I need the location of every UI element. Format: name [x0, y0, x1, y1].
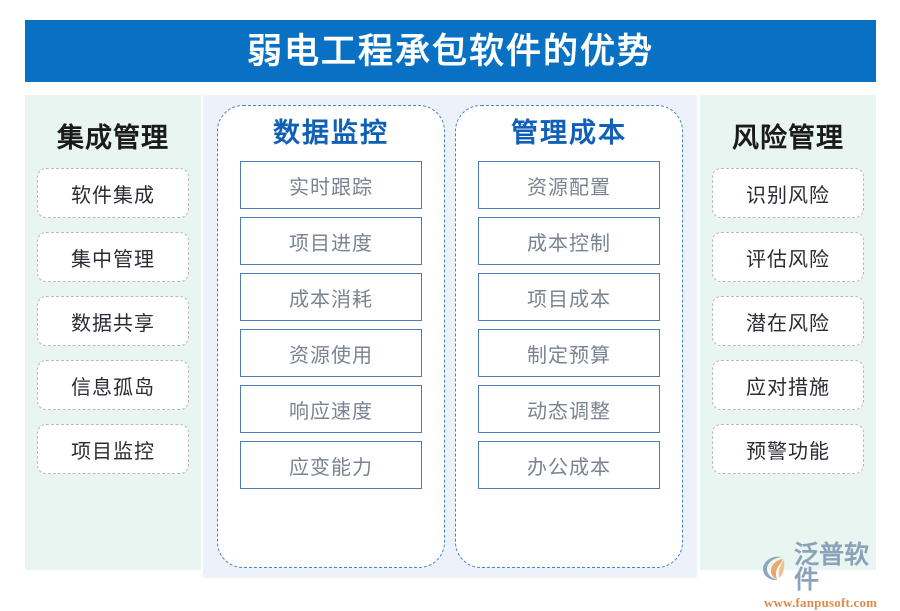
watermark-brand-text: 泛普软件	[794, 542, 870, 594]
panel-header-left: 集成管理	[57, 123, 169, 153]
card-header-cost-management: 管理成本	[511, 118, 627, 148]
list-item[interactable]: 资源使用	[240, 329, 422, 377]
list-item[interactable]: 办公成本	[478, 441, 660, 489]
list-item[interactable]: 应对措施	[712, 360, 864, 410]
item-list-data-monitoring: 实时跟踪 项目进度 成本消耗 资源使用 响应速度 应变能力	[240, 161, 422, 489]
list-item[interactable]: 应变能力	[240, 441, 422, 489]
list-item[interactable]: 预警功能	[712, 424, 864, 474]
list-item[interactable]: 项目监控	[37, 424, 189, 474]
item-list-right: 识别风险 评估风险 潜在风险 应对措施 预警功能	[700, 168, 876, 474]
list-item[interactable]: 制定预算	[478, 329, 660, 377]
watermark: 泛普软件 www.fanpusoft.com	[760, 543, 892, 610]
list-item[interactable]: 响应速度	[240, 385, 422, 433]
card-header-data-monitoring: 数据监控	[273, 118, 389, 148]
list-item[interactable]: 项目进度	[240, 217, 422, 265]
watermark-url-text: www.fanpusoft.com	[764, 595, 878, 610]
center-columns-wrapper: 数据监控 实时跟踪 项目进度 成本消耗 资源使用 响应速度 应变能力 管理成本 …	[203, 95, 697, 578]
list-item[interactable]: 识别风险	[712, 168, 864, 218]
panel-header-right: 风险管理	[732, 123, 844, 153]
fanpu-leaf-logo-icon	[760, 553, 790, 583]
card-cost-management: 管理成本 资源配置 成本控制 项目成本 制定预算 动态调整 办公成本	[455, 105, 683, 568]
list-item[interactable]: 集中管理	[37, 232, 189, 282]
list-item[interactable]: 成本消耗	[240, 273, 422, 321]
list-item[interactable]: 项目成本	[478, 273, 660, 321]
list-item[interactable]: 实时跟踪	[240, 161, 422, 209]
list-item[interactable]: 数据共享	[37, 296, 189, 346]
watermark-brand-row: 泛普软件	[760, 543, 892, 593]
panel-risk-management: 风险管理 识别风险 评估风险 潜在风险 应对措施 预警功能	[700, 95, 876, 570]
list-item[interactable]: 动态调整	[478, 385, 660, 433]
list-item[interactable]: 评估风险	[712, 232, 864, 282]
card-data-monitoring: 数据监控 实时跟踪 项目进度 成本消耗 资源使用 响应速度 应变能力	[217, 105, 445, 568]
page-title: 弱电工程承包软件的优势	[246, 31, 654, 71]
item-list-left: 软件集成 集中管理 数据共享 信息孤岛 项目监控	[25, 168, 201, 474]
list-item[interactable]: 信息孤岛	[37, 360, 189, 410]
list-item[interactable]: 成本控制	[478, 217, 660, 265]
list-item[interactable]: 资源配置	[478, 161, 660, 209]
list-item[interactable]: 潜在风险	[712, 296, 864, 346]
panel-center-group: 数据监控 实时跟踪 项目进度 成本消耗 资源使用 响应速度 应变能力 管理成本 …	[203, 95, 697, 578]
list-item[interactable]: 软件集成	[37, 168, 189, 218]
title-banner: 弱电工程承包软件的优势	[25, 20, 876, 82]
item-list-cost-management: 资源配置 成本控制 项目成本 制定预算 动态调整 办公成本	[478, 161, 660, 489]
panel-integration-management: 集成管理 软件集成 集中管理 数据共享 信息孤岛 项目监控	[25, 95, 201, 570]
